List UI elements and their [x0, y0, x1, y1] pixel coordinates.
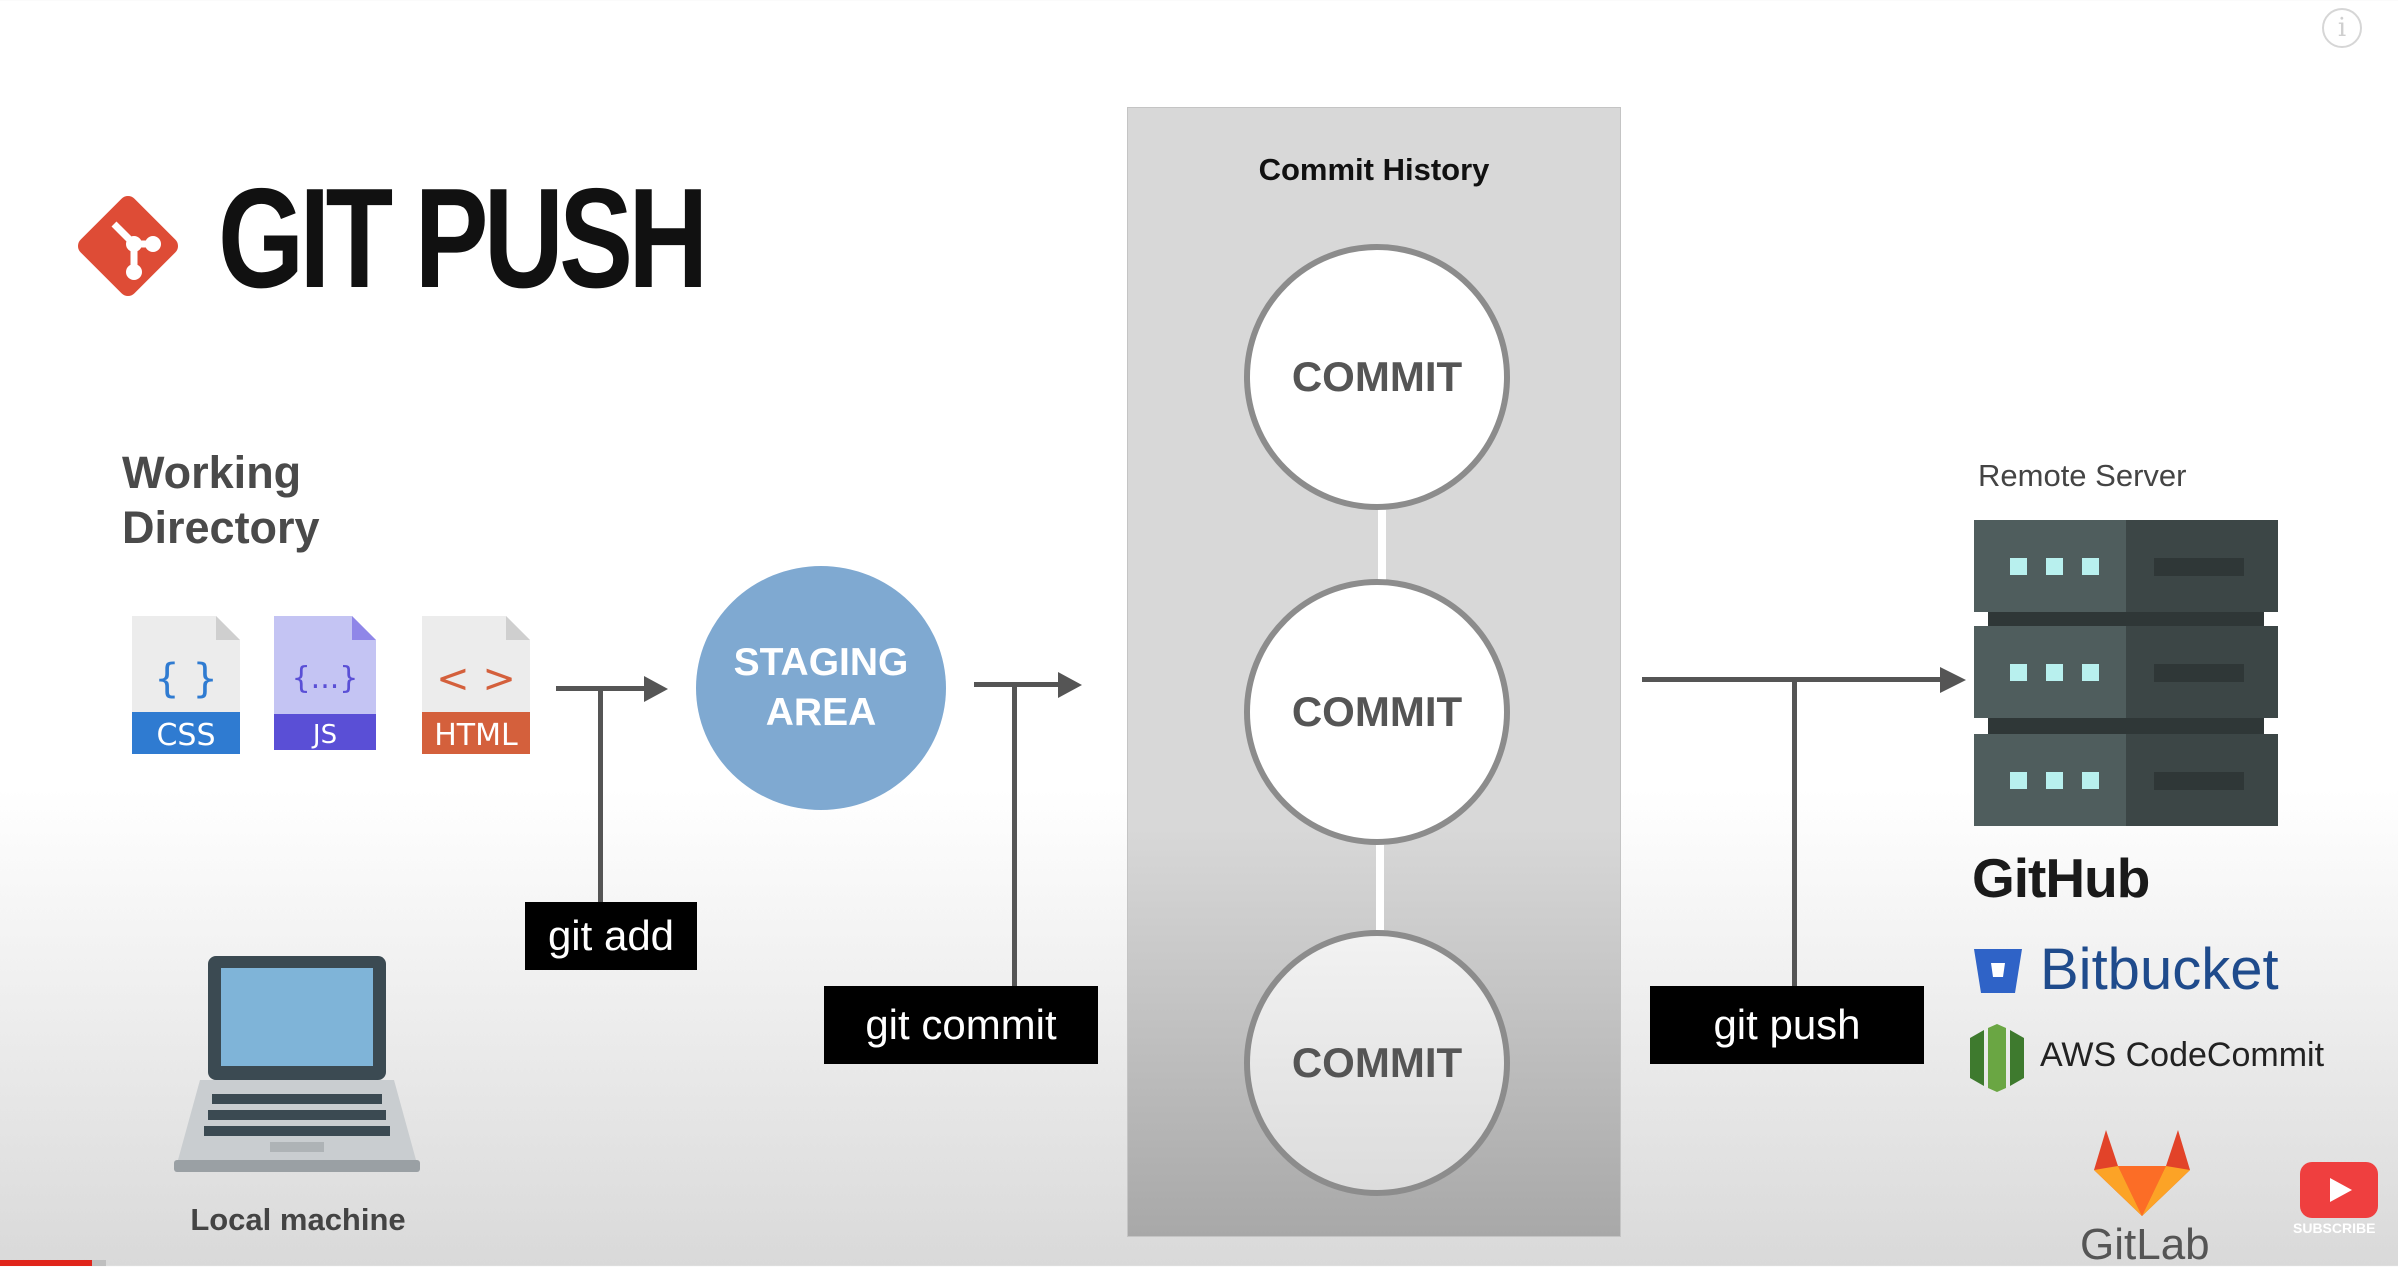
commit-link-1 [1378, 510, 1386, 594]
git-logo-icon [77, 195, 179, 297]
aws-codecommit-logo: AWS CodeCommit [2040, 1036, 2325, 1074]
staging-line2: AREA [765, 691, 877, 734]
git-add-label: git add [525, 902, 697, 970]
laptop-icon [174, 956, 420, 1172]
playback-progress-bar[interactable] [0, 1260, 92, 1266]
git-commit-arrow-line [974, 682, 1060, 687]
css-symbol: { } [154, 656, 218, 702]
css-file-icon: { } CSS [132, 616, 240, 754]
bitbucket-logo: Bitbucket [2040, 937, 2279, 1002]
commit-node-2: COMMIT [1244, 579, 1510, 845]
remote-server-label: Remote Server [1978, 458, 2187, 493]
commit-link-2 [1376, 845, 1384, 930]
html-label: HTML [434, 718, 518, 753]
git-push-stem [1792, 680, 1797, 988]
working-directory-line2: Directory [122, 502, 320, 553]
commit-history-title: Commit History [1258, 152, 1490, 187]
gitlab-logo: GitLab [2080, 1220, 2210, 1269]
js-file-icon: {...} JS [274, 616, 376, 750]
subscribe-label[interactable]: SUBSCRIBE [2293, 1220, 2376, 1236]
working-directory-line1: Working [122, 447, 302, 498]
html-file-icon: < > HTML [422, 616, 530, 754]
git-push-arrowhead [1940, 667, 1966, 693]
css-label: CSS [156, 718, 215, 753]
html-symbol: < > [436, 656, 516, 702]
aws-codecommit-icon [1970, 1024, 2024, 1092]
commit-node-1: COMMIT [1244, 244, 1510, 510]
git-commit-label: git commit [824, 986, 1098, 1064]
playback-buffer-bar [92, 1260, 106, 1266]
git-commit-arrowhead [1058, 672, 1082, 698]
subscribe-play-icon[interactable] [2300, 1162, 2378, 1218]
js-symbol: {...} [292, 661, 359, 696]
local-machine-label: Local machine [190, 1202, 406, 1237]
server-icon [1974, 520, 2278, 826]
github-logo: GitHub [1972, 847, 2150, 909]
commit-node-3: COMMIT [1244, 930, 1510, 1196]
js-label: JS [311, 720, 337, 750]
info-icon[interactable]: i [2322, 8, 2362, 48]
git-add-stem [598, 688, 603, 902]
git-push-label: git push [1650, 986, 1924, 1064]
staging-area: STAGING AREA [696, 566, 946, 810]
bitbucket-icon [1974, 949, 2022, 993]
git-add-arrowhead [644, 676, 668, 702]
staging-line1: STAGING [733, 641, 909, 684]
git-push-arrow-line [1642, 677, 1942, 682]
working-directory-label: Working Directory [122, 445, 320, 555]
gitlab-icon [2094, 1130, 2190, 1216]
page-title: GIT PUSH [218, 159, 708, 318]
git-commit-stem [1012, 684, 1017, 988]
